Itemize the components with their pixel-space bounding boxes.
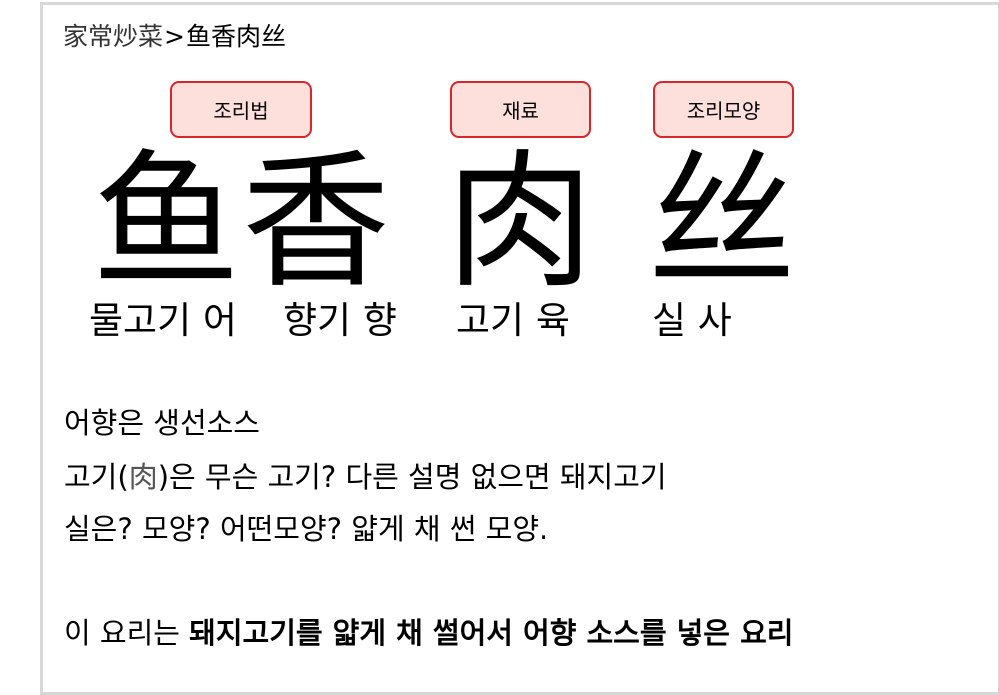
note-line-3: 실은? 모양? 어떤모양? 얇게 채 썬 모양. [64,512,549,546]
reading-fragrance: 향기 향 [283,299,397,342]
reading-fish: 물고기 어 [89,299,237,342]
hanzi-meat: 肉 [446,136,594,308]
breadcrumb-current: 鱼香肉丝 [185,22,286,51]
hanzi-shred: 丝 [648,136,796,308]
note-line-2-pre: 고기( [64,460,129,494]
breadcrumb: 家常炒菜>鱼香肉丝 [63,20,286,54]
note-line-2-hanja: 肉 [128,460,158,494]
breadcrumb-separator: > [164,22,185,51]
hanzi-fish: 鱼 [92,136,240,308]
hanzi-fragrance: 香 [242,136,390,308]
reading-shred: 실 사 [652,299,732,342]
reading-meat: 고기 육 [456,299,570,342]
badge-ingredient: 재료 [450,81,591,138]
note-summary-pre: 이 요리는 [64,616,190,650]
breadcrumb-parent[interactable]: 家常炒菜 [63,22,164,51]
badge-cooking-method: 조리법 [170,81,312,138]
note-summary-bold: 돼지고기를 얇게 채 썰어서 어향 소스를 넣은 요리 [189,616,794,650]
badge-cut-shape: 조리모양 [653,81,794,138]
note-line-2: 고기(肉)은 무슨 고기? 다른 설명 없으면 돼지고기 [64,457,667,497]
note-summary: 이 요리는 돼지고기를 얇게 채 썰어서 어향 소스를 넣은 요리 [64,613,793,653]
note-line-1: 어향은 생선소스 [64,406,260,440]
note-line-2-post: )은 무슨 고기? 다른 설명 없으면 돼지고기 [157,460,667,494]
